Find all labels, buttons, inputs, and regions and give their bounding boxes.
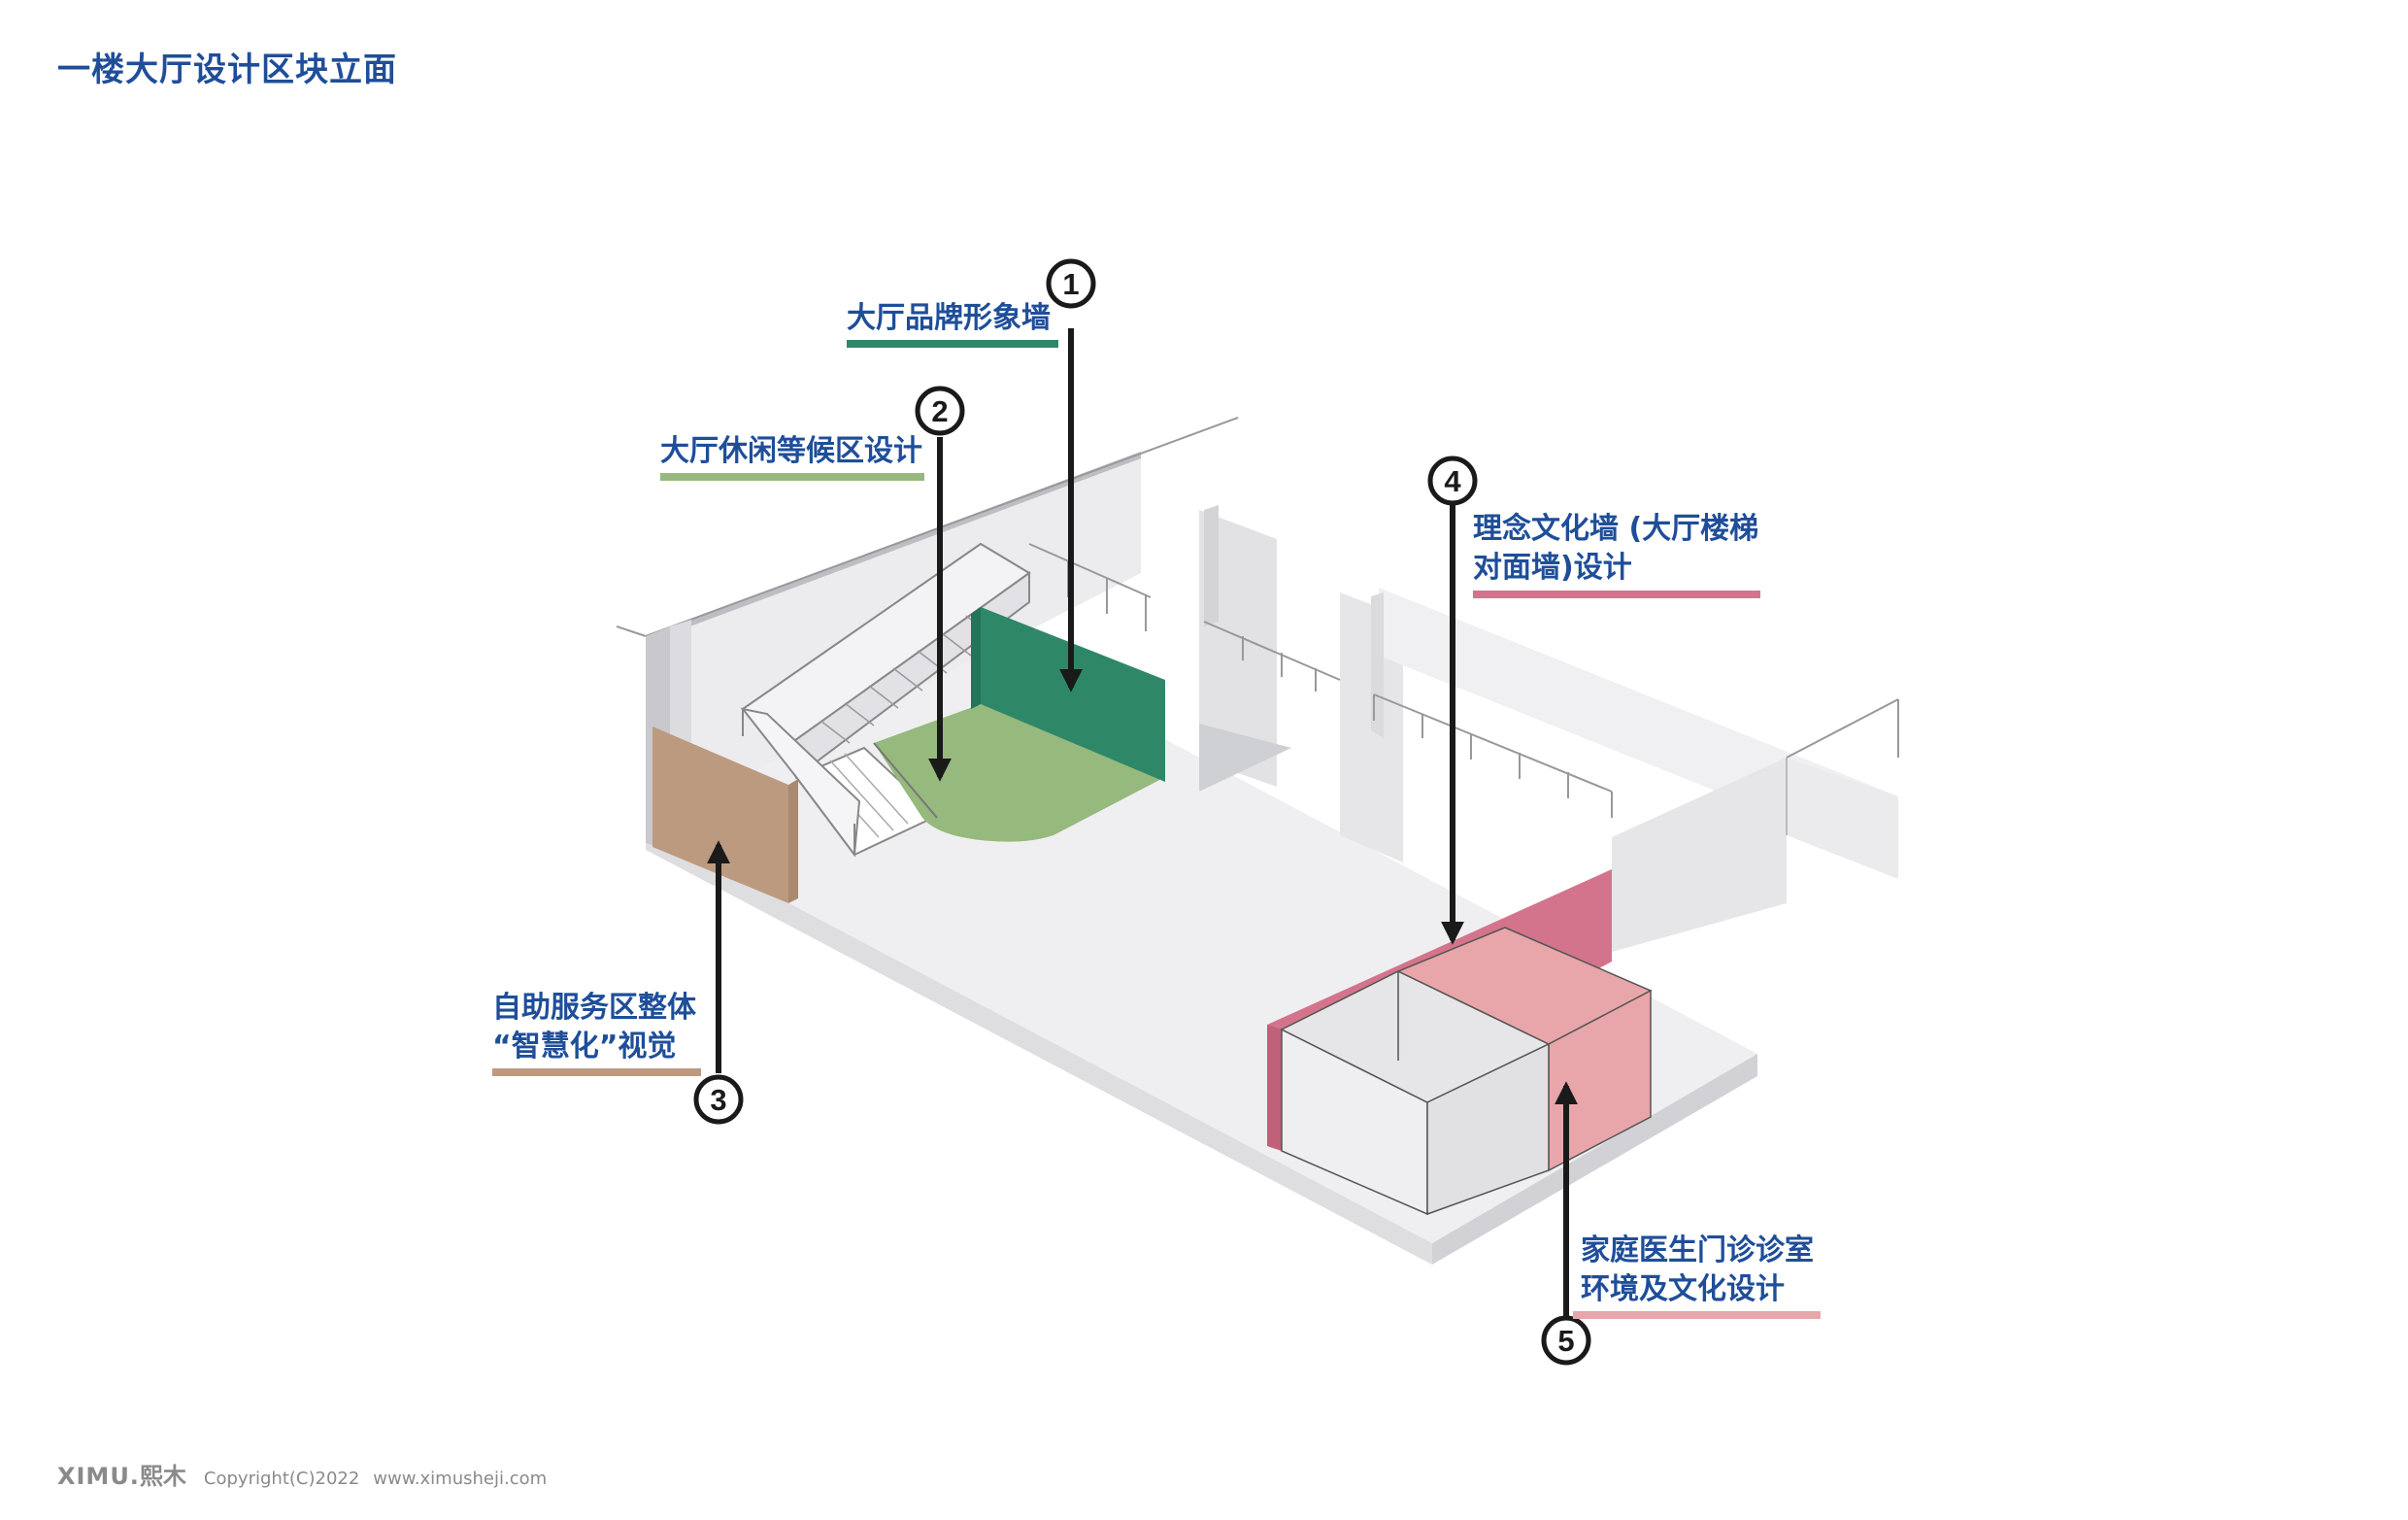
brand-logo-text: XIMU. (57, 1463, 140, 1490)
callout-2-line-1: 大厅休闲等候区设计 (660, 434, 922, 468)
callout-5-line-2: 环境及文化设计 (1581, 1272, 1785, 1306)
callout-3-underline (492, 1068, 701, 1076)
callout-4-underline (1473, 591, 1760, 598)
callout-3-number: 3 (710, 1083, 726, 1117)
callout-1-underline (847, 340, 1058, 348)
callout-5-underline (1573, 1311, 1821, 1319)
callout-2-marker: 2 (915, 386, 965, 436)
callout-arrows (707, 328, 1578, 1316)
zone-2-waiting-area (873, 704, 1165, 842)
brand-logo-chinese: 熙木 (139, 1463, 186, 1490)
callout-5-line-1: 家庭医生门诊诊室 (1581, 1233, 1814, 1267)
callout-4-label: 理念文化墙 (大厅楼梯 对面墙)设计 (1473, 510, 1758, 588)
copyright-text: Copyright(C)2022 (203, 1469, 360, 1489)
footer: XIMU. 熙木 Copyright(C)2022 www.ximusheji.… (57, 1457, 548, 1490)
callout-1-marker: 1 (1046, 258, 1096, 309)
page-title: 一楼大厅设计区块立面 (57, 51, 397, 89)
callout-1-label: 大厅品牌形象墙 (847, 299, 1051, 338)
right-wall (1203, 588, 1899, 952)
callout-4-number: 4 (1444, 464, 1461, 498)
callout-4-line-1: 理念文化墙 (大厅楼梯 (1473, 512, 1759, 546)
callout-4-line-2: 对面墙)设计 (1473, 551, 1632, 585)
callout-3-label: 自助服务区整体 “智慧化”视觉 (492, 989, 696, 1066)
callout-2-label: 大厅休闲等候区设计 (660, 432, 922, 471)
website-link[interactable]: www.ximusheji.com (373, 1469, 548, 1489)
zone-3-self-service-wall (652, 726, 798, 903)
zone-5-doctor-room (1280, 927, 1653, 1216)
callout-5-marker: 5 (1541, 1315, 1591, 1366)
callout-5-label: 家庭医生门诊诊室 环境及文化设计 (1581, 1232, 1814, 1309)
callout-3-line-1: 自助服务区整体 (492, 991, 696, 1025)
zone-1-brand-wall (971, 607, 1165, 782)
callout-3-marker: 3 (693, 1074, 744, 1125)
callout-5-number: 5 (1557, 1324, 1574, 1358)
callout-3-line-2: “智慧化”视觉 (492, 1030, 677, 1064)
callout-2-underline (660, 473, 924, 481)
callout-2-number: 2 (931, 394, 948, 428)
callout-1-number: 1 (1062, 267, 1079, 301)
callout-4-marker: 4 (1427, 456, 1478, 506)
staircase (740, 542, 1031, 858)
callout-1-line-1: 大厅品牌形象墙 (847, 301, 1051, 335)
